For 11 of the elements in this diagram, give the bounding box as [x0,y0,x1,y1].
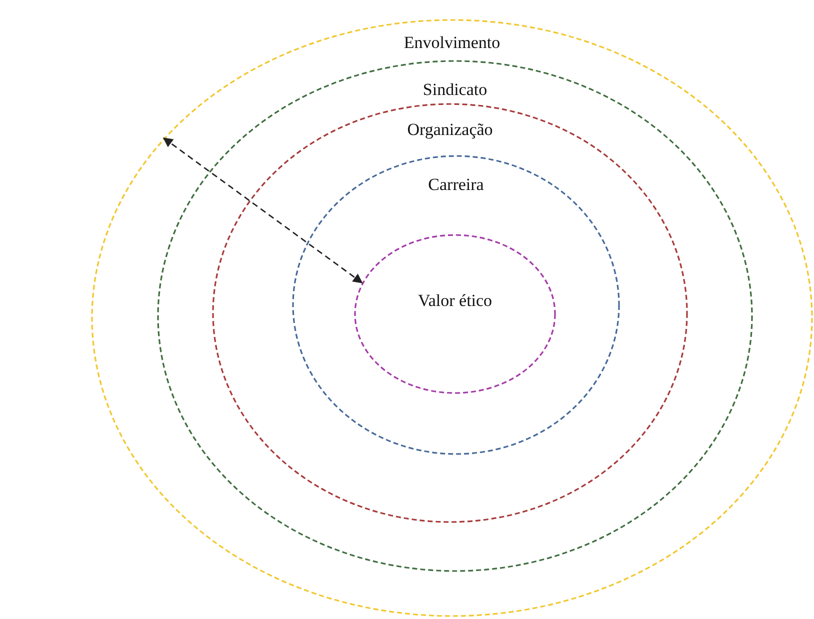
ring-label: Envolvimento [404,33,500,53]
dashed-ellipse [292,155,620,455]
dashed-ellipse [212,103,688,523]
ring-label: Organização [407,120,493,140]
dashed-ellipse [91,19,813,617]
dashed-ellipse [157,60,753,572]
ring-label: Sindicato [422,80,488,100]
ring-label: Carreira [428,175,484,195]
dashed-ellipse [354,234,556,394]
ring-label: Valor ético [418,291,492,311]
double-headed-arrow [162,137,363,284]
